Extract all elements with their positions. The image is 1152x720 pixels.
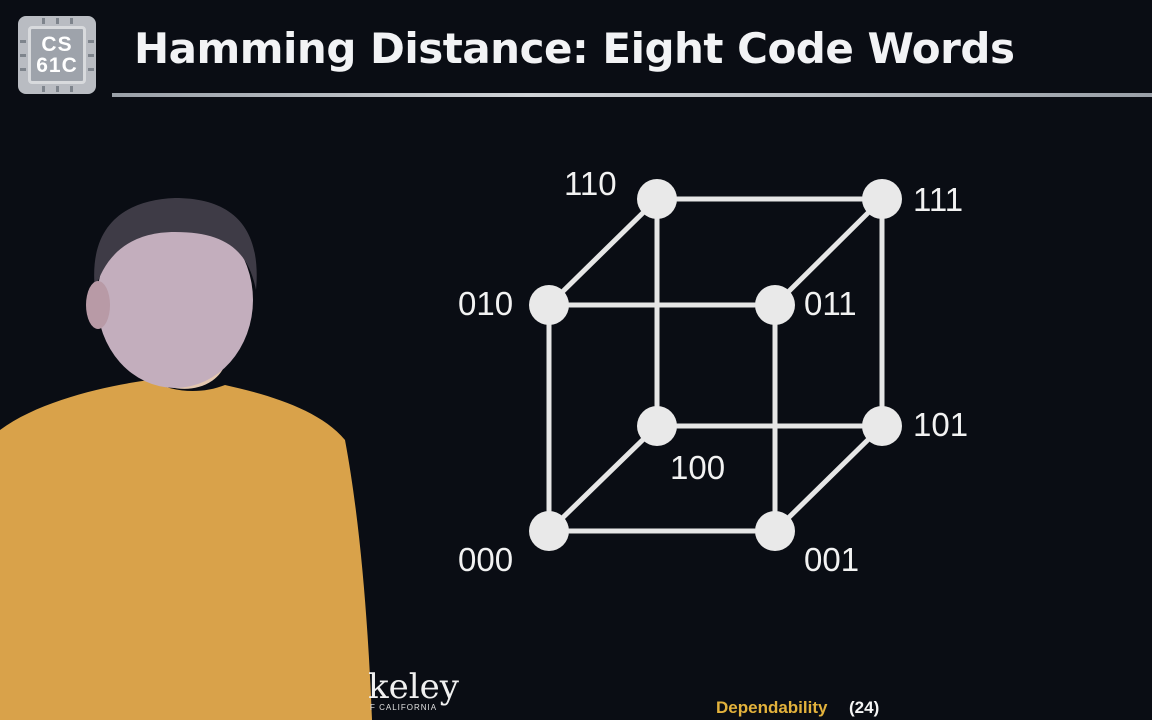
node-000 <box>529 511 569 551</box>
edge-100-000 <box>547 424 659 533</box>
edge-110-010 <box>547 197 659 307</box>
title-divider <box>112 93 1152 97</box>
cs61c-logo: CS 61C <box>18 16 96 94</box>
logo-text-line1: CS <box>41 33 73 56</box>
node-101 <box>862 406 902 446</box>
node-label-000: 000 <box>458 541 514 578</box>
node-label-110: 110 <box>564 165 617 202</box>
speaker-shirt <box>0 380 372 720</box>
node-label-111: 111 <box>913 181 964 218</box>
slide-title: Hamming Distance: Eight Code Words <box>134 24 1015 73</box>
speaker-head <box>97 212 253 388</box>
berkeley-wordmark-subtitle: F CALIFORNIA <box>370 703 438 712</box>
node-label-010: 010 <box>458 285 514 322</box>
node-111 <box>862 179 902 219</box>
node-001 <box>755 511 795 551</box>
logo-text-line2: 61C <box>36 54 78 77</box>
node-label-100: 100 <box>670 449 726 486</box>
node-010 <box>529 285 569 325</box>
node-label-101: 101 <box>913 406 969 443</box>
edge-111-011 <box>773 197 884 307</box>
footer-page-number: (24) <box>849 698 880 717</box>
node-label-011: 011 <box>804 285 857 322</box>
node-label-001: 001 <box>804 541 860 578</box>
node-110 <box>637 179 677 219</box>
node-011 <box>755 285 795 325</box>
node-100 <box>637 406 677 446</box>
edge-101-001 <box>773 424 884 533</box>
speaker-hair <box>94 198 257 290</box>
speaker-ear <box>86 281 110 329</box>
berkeley-wordmark: keley <box>368 667 459 707</box>
footer-topic: Dependability <box>716 698 828 717</box>
